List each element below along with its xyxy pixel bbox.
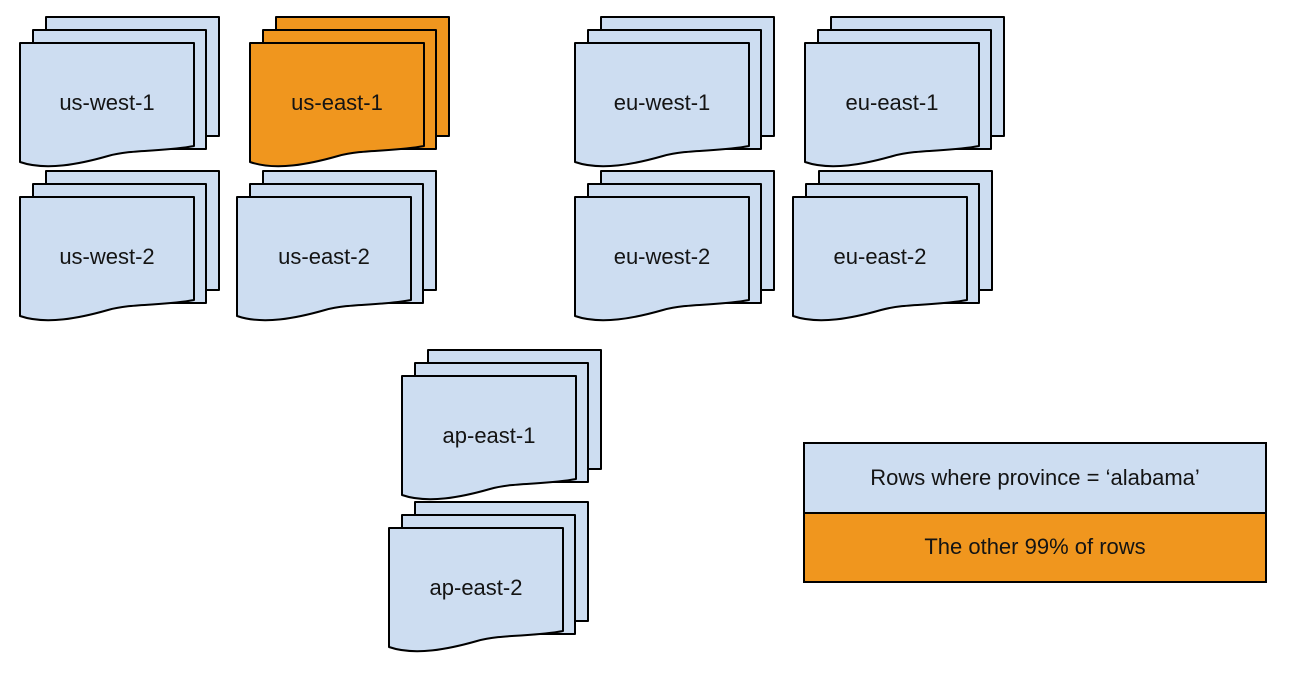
doc-stack-us-east-1: us-east-1 — [248, 15, 451, 173]
region-label: ap-east-1 — [442, 423, 536, 448]
legend-item-label: Rows where province = ‘alabama’ — [870, 464, 1200, 490]
legend-item-other-rows: The other 99% of rows — [805, 513, 1265, 581]
doc-stack-eu-west-1: eu-west-1 — [573, 15, 776, 173]
region-label: us-east-1 — [291, 90, 383, 115]
region-label: ap-east-2 — [429, 575, 523, 600]
legend: Rows where province = ‘alabama’ The othe… — [803, 442, 1267, 583]
region-label: us-west-2 — [59, 244, 155, 269]
region-label: eu-east-2 — [833, 244, 927, 269]
doc-stack-eu-east-2: eu-east-2 — [791, 169, 994, 327]
document-stack-icon — [792, 170, 993, 322]
doc-stack-ap-east-1: ap-east-1 — [400, 348, 603, 506]
doc-stack-us-east-2: us-east-2 — [235, 169, 438, 327]
document-stack-icon — [574, 170, 775, 322]
legend-item-label: The other 99% of rows — [924, 534, 1146, 560]
document-stack-icon — [401, 349, 602, 501]
region-label: eu-east-1 — [845, 90, 939, 115]
doc-stack-eu-west-2: eu-west-2 — [573, 169, 776, 327]
region-label: eu-west-1 — [613, 90, 711, 115]
doc-stack-us-west-1: us-west-1 — [18, 15, 221, 173]
region-label: us-west-1 — [59, 90, 155, 115]
doc-stack-ap-east-2: ap-east-2 — [387, 500, 590, 658]
region-label: us-east-2 — [278, 244, 370, 269]
document-stack-icon — [388, 501, 589, 653]
doc-stack-eu-east-1: eu-east-1 — [803, 15, 1006, 173]
document-stack-icon — [19, 16, 220, 168]
document-stack-icon — [236, 170, 437, 322]
legend-item-alabama-rows: Rows where province = ‘alabama’ — [805, 444, 1265, 514]
document-stack-icon — [19, 170, 220, 322]
document-stack-icon — [249, 16, 450, 168]
document-stack-icon — [574, 16, 775, 168]
region-label: eu-west-2 — [613, 244, 711, 269]
document-stack-icon — [804, 16, 1005, 168]
doc-stack-us-west-2: us-west-2 — [18, 169, 221, 327]
